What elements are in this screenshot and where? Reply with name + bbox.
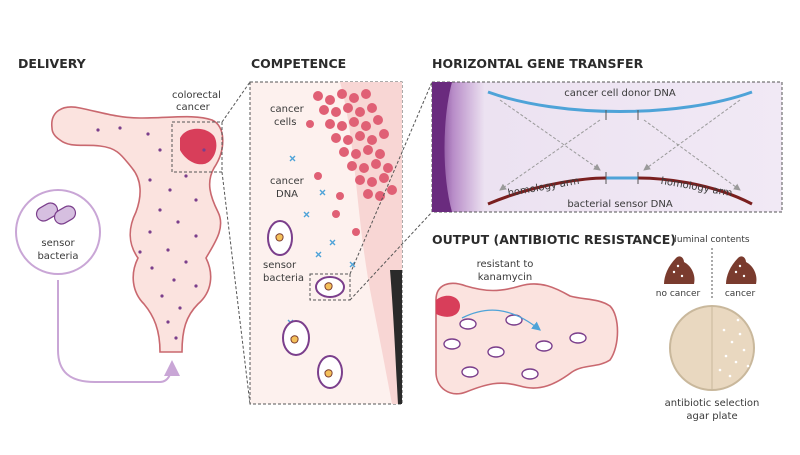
sensor-bacteria-pill-icon (35, 202, 77, 225)
tissue-dark-edge (390, 270, 402, 404)
crossover-arrows (499, 99, 741, 191)
sensor-dna-label: bacterial sensor DNA (567, 199, 673, 210)
competence-bacterium-3 (282, 320, 310, 356)
sensor-dna-strand (487, 176, 753, 206)
output-migration-arrow (461, 309, 542, 331)
competence-heading: COMPETENCE (251, 56, 346, 71)
delivery-heading: DELIVERY (18, 56, 87, 71)
cancer-dna-line2: DNA (276, 189, 298, 200)
competence-bacterium-1 (267, 220, 293, 256)
agar-plate-line1: antibiotic selection (665, 398, 760, 409)
agar-plate-line2: agar plate (686, 411, 737, 422)
hgt-heading: HORIZONTAL GENE TRANSFER (432, 56, 644, 71)
donor-dna-strand (487, 90, 753, 113)
cancer-label: cancer (725, 289, 756, 299)
colon-shape (51, 106, 224, 353)
luminal-contents-label: luminal contents (674, 235, 750, 245)
output-bacteria (443, 314, 587, 380)
stool-no-cancer-dots (672, 264, 684, 278)
stool-no-cancer-icon (664, 256, 695, 284)
callout-line-bottom (221, 171, 251, 405)
competence-bacterium-2 (309, 273, 351, 301)
colorectal-tumor (180, 128, 217, 165)
colorectal-label-line1: colorectal (172, 90, 221, 101)
output-tumor (436, 295, 460, 317)
sensor-bacteria-line1: sensor (41, 238, 75, 249)
tumor-callout-box (171, 121, 223, 173)
cancer-cells-line1: cancer (270, 104, 305, 115)
output-heading: OUTPUT (ANTIBIOTIC RESISTANCE) (432, 232, 676, 247)
competence-bacterium-4 (317, 355, 343, 389)
no-cancer-label: no cancer (656, 289, 701, 299)
colon-bacteria-dots (96, 126, 206, 340)
agar-colonies (718, 318, 750, 378)
cancer-cells-cluster (306, 89, 397, 236)
hgt-membrane-edge (432, 82, 452, 212)
hgt-panel (431, 81, 783, 213)
cancer-dna-line1: cancer (270, 176, 305, 187)
donor-dna-label: cancer cell donor DNA (564, 88, 676, 99)
resistant-line2: kanamycin (478, 272, 532, 283)
callout-line-top (221, 81, 251, 123)
sensor-bacteria-line2: bacteria (37, 251, 78, 262)
cancer-cells-line2: cells (274, 117, 296, 128)
resistant-line1: resistant to (477, 259, 534, 270)
competence-sensor-line1: sensor (263, 260, 297, 271)
competence-sensor-line2: bacteria (263, 273, 304, 284)
stool-cancer-dots (734, 264, 746, 278)
stool-cancer-icon (726, 256, 757, 284)
colorectal-label-line2: cancer (176, 102, 211, 113)
delivery-arrow (57, 280, 180, 383)
hgt-callout-line-bottom (349, 211, 433, 301)
